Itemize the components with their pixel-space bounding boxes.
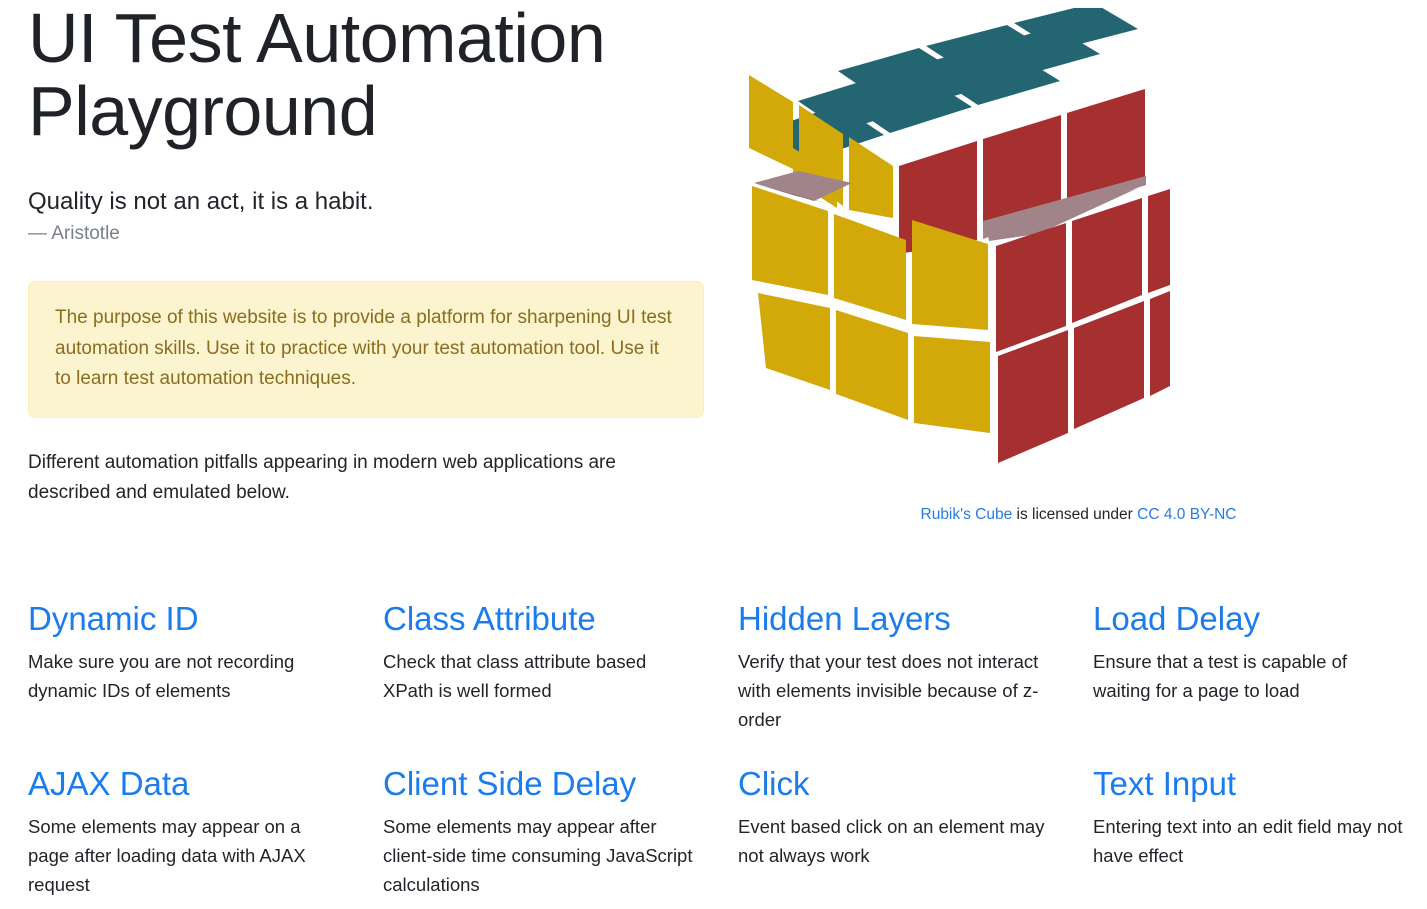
cube-wrapper: Rubik's Cube is licensed under CC 4.0 BY… bbox=[730, 8, 1427, 523]
card-title-load-delay[interactable]: Load Delay bbox=[1093, 600, 1260, 637]
license-link[interactable]: CC 4.0 BY-NC bbox=[1137, 506, 1237, 523]
card-click: Click Event based click on an element ma… bbox=[738, 743, 1093, 908]
card-dynamic-id: Dynamic ID Make sure you are not recordi… bbox=[28, 600, 383, 743]
feature-card-grid: Dynamic ID Make sure you are not recordi… bbox=[0, 600, 1427, 907]
cube-inner-wedge-left bbox=[754, 171, 852, 201]
card-desc-text-input: Entering text into an edit field may not… bbox=[1093, 815, 1403, 866]
quote-text: Quality is not an act, it is a habit. bbox=[28, 187, 374, 215]
card-title-dynamic-id[interactable]: Dynamic ID bbox=[28, 600, 199, 637]
cube-lower-left-face bbox=[752, 186, 990, 433]
card-desc-load-delay: Ensure that a test is capable of waiting… bbox=[1093, 650, 1348, 702]
quote-author: — Aristotle bbox=[28, 222, 120, 244]
lead-paragraph: Different automation pitfalls appearing … bbox=[28, 452, 616, 503]
card-ajax-data: AJAX Data Some elements may appear on a … bbox=[28, 743, 383, 908]
info-alert-text: The purpose of this website is to provid… bbox=[55, 306, 672, 390]
card-desc-click: Event based click on an element may not … bbox=[738, 815, 1045, 866]
card-client-side-delay: Client Side Delay Some elements may appe… bbox=[383, 743, 738, 908]
card-title-class-attribute[interactable]: Class Attribute bbox=[383, 600, 596, 637]
card-title-client-side-delay[interactable]: Client Side Delay bbox=[383, 764, 637, 802]
card-desc-class-attribute: Check that class attribute based XPath i… bbox=[383, 650, 647, 702]
rubiks-cube-icon bbox=[749, 8, 1170, 463]
card-title-click[interactable]: Click bbox=[738, 764, 810, 802]
hero-left-column: UI Test Automation Playground Quality is… bbox=[0, 0, 730, 507]
attribution-middle-text: is licensed under bbox=[1012, 506, 1138, 523]
card-desc-ajax-data: Some elements may appear on a page after… bbox=[28, 815, 306, 895]
card-hidden-layers: Hidden Layers Verify that your test does… bbox=[738, 600, 1093, 743]
page-title: UI Test Automation Playground bbox=[28, 0, 606, 150]
card-text-input: Text Input Entering text into an edit fi… bbox=[1093, 743, 1427, 908]
card-title-ajax-data[interactable]: AJAX Data bbox=[28, 764, 190, 802]
hero-right-column: Rubik's Cube is licensed under CC 4.0 BY… bbox=[730, 0, 1427, 523]
quote-block: Quality is not an act, it is a habit. — … bbox=[28, 186, 706, 245]
card-desc-dynamic-id: Make sure you are not recording dynamic … bbox=[28, 650, 295, 702]
image-attribution: Rubik's Cube is licensed under CC 4.0 BY… bbox=[730, 506, 1427, 524]
cube-top-face bbox=[758, 8, 1138, 162]
cube-lower-right-face bbox=[996, 189, 1170, 463]
card-desc-hidden-layers: Verify that your test does not interact … bbox=[738, 650, 1039, 731]
info-alert-box: The purpose of this website is to provid… bbox=[28, 280, 704, 419]
hero-section: UI Test Automation Playground Quality is… bbox=[0, 0, 1427, 523]
card-class-attribute: Class Attribute Check that class attribu… bbox=[383, 600, 738, 743]
rubiks-cube-link[interactable]: Rubik's Cube bbox=[920, 506, 1013, 523]
card-title-hidden-layers[interactable]: Hidden Layers bbox=[738, 600, 951, 637]
card-desc-client-side-delay: Some elements may appear after client-si… bbox=[383, 815, 693, 895]
card-title-text-input[interactable]: Text Input bbox=[1093, 764, 1237, 802]
card-load-delay: Load Delay Ensure that a test is capable… bbox=[1093, 600, 1427, 743]
